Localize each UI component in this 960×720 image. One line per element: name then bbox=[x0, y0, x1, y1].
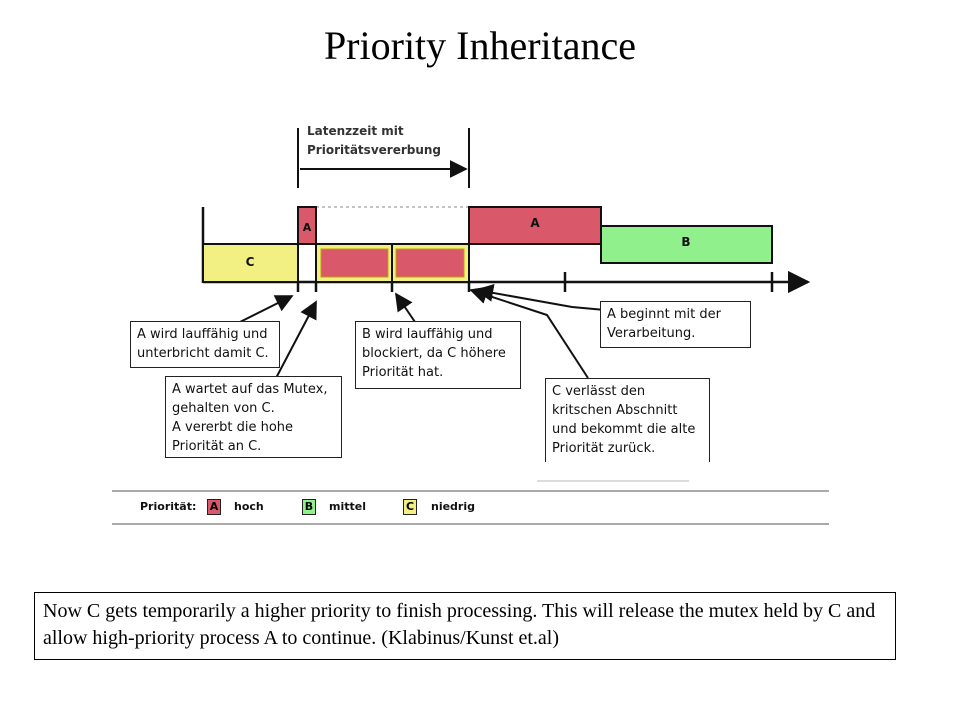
legend-label: Priorität: bbox=[140, 500, 197, 513]
task-c-high-priority-part-2 bbox=[395, 248, 465, 278]
task-a-label: A bbox=[530, 216, 540, 230]
task-b-segment bbox=[600, 225, 773, 264]
latency-label-line1: Latenzzeit mit bbox=[307, 124, 404, 138]
task-b-label: B bbox=[681, 235, 690, 249]
callout-c-leaves: C verlässt den kritschen Abschnitt und b… bbox=[545, 378, 710, 462]
legend-box-a: A bbox=[207, 499, 221, 515]
callout-a-begins: A beginnt mit der Verarbeitung. bbox=[600, 301, 751, 348]
arrow-c-leaves bbox=[469, 286, 589, 379]
caption-box: Now C gets temporarily a higher priority… bbox=[34, 592, 896, 660]
callout-b-runnable: B wird lauffähig und blockiert, da C höh… bbox=[355, 321, 521, 389]
legend-text-low: niedrig bbox=[431, 500, 476, 513]
arrow-a-waits bbox=[274, 300, 317, 381]
latency-label-line2: Prioritätsvererbung bbox=[307, 143, 441, 157]
callout-a-waits: A wartet auf das Mutex, gehalten von C. … bbox=[165, 376, 342, 458]
arrow-b-runnable bbox=[394, 292, 416, 323]
legend-box-b: B bbox=[302, 499, 316, 515]
task-a-short-label: A bbox=[303, 221, 312, 234]
legend-text-medium: mittel bbox=[329, 500, 366, 513]
task-c-label: C bbox=[246, 255, 255, 269]
legend-text-high: hoch bbox=[234, 500, 264, 513]
task-c-high-priority-part-1 bbox=[320, 248, 389, 278]
slide-title: Priority Inheritance bbox=[323, 23, 637, 68]
callout-a-runnable: A wird lauffähig und unterbricht damit C… bbox=[130, 321, 280, 368]
arrow-a-begins bbox=[475, 283, 606, 311]
arrow-a-runnable bbox=[239, 295, 294, 323]
task-a-short-segment bbox=[297, 206, 317, 245]
legend-box-c: C bbox=[403, 499, 417, 515]
task-a-segment bbox=[468, 206, 602, 245]
task-c-segment bbox=[202, 243, 299, 283]
